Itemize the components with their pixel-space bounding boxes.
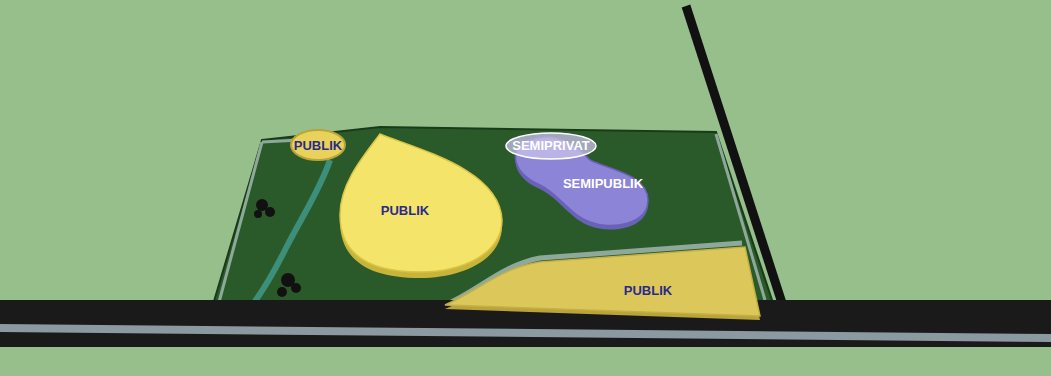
- zone-label: SEMIPUBLIK: [563, 176, 643, 191]
- semiprivate-zone: SEMIPRIVAT: [505, 131, 597, 161]
- zone-shape: [440, 244, 762, 320]
- public-zone: PUBLIK: [338, 132, 503, 274]
- zone-label: PUBLIK: [381, 203, 429, 218]
- public-zone: PUBLIK: [290, 129, 346, 161]
- zone-label: SEMIPRIVAT: [512, 138, 590, 153]
- zone-label: PUBLIK: [294, 138, 342, 153]
- public-zone: PUBLIK: [440, 244, 762, 320]
- zone-label: PUBLIK: [624, 283, 672, 298]
